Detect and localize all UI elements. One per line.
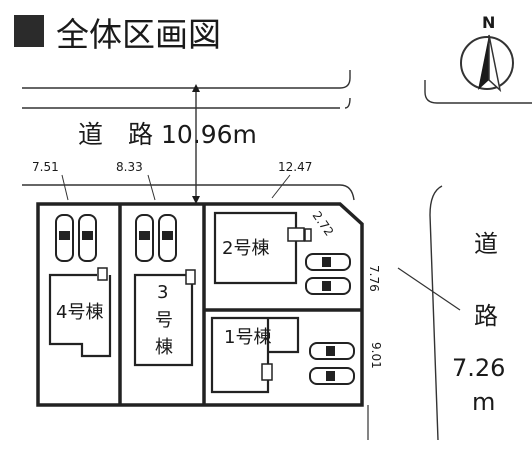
corner-dimension: 2.72 [310, 209, 337, 239]
parking-car [135, 214, 154, 262]
building-outline [48, 273, 112, 358]
entrance-mark [287, 227, 305, 242]
right-road-width: 7.26 [452, 354, 505, 382]
page-title: 全体区画図 [56, 15, 221, 54]
north-label: N [482, 13, 495, 32]
parking-car [305, 277, 351, 295]
frontage-label-1: 7.51 [32, 160, 59, 174]
lot-2: 2号棟 [213, 211, 351, 295]
lot-1: 1号棟 [210, 316, 355, 394]
building-outline [210, 316, 300, 394]
entrance-mark [97, 267, 108, 281]
right-road-char-2: 路 [474, 302, 498, 330]
lot-4: 4号棟 [48, 214, 112, 358]
lot-label-4: 4号棟 [56, 302, 103, 323]
parking-car [309, 367, 355, 385]
parking-car [305, 253, 351, 271]
parking-car [158, 214, 177, 262]
top-road-label: 道 路 10.96m [78, 120, 257, 149]
lot-label-2: 2号棟 [222, 238, 269, 259]
building-outline [213, 211, 298, 285]
right-road-char-1: 道 [474, 230, 498, 258]
lot-label-1: 1号棟 [224, 327, 271, 348]
parking-car [55, 214, 74, 262]
frontage-label-3: 12.47 [278, 160, 312, 174]
top-road: 道 路 10.96m [22, 70, 355, 204]
lot-3: 3 号 棟 [133, 214, 196, 367]
building-outline [133, 273, 194, 367]
entrance-mark [185, 269, 196, 285]
title-square-icon [14, 15, 44, 47]
entrance-mark [261, 363, 273, 381]
side-dimension-1: 7.76 [367, 265, 381, 292]
parking-car [78, 214, 97, 262]
lot-label-3: 3 号 棟 [155, 282, 179, 358]
frontage-label-2: 8.33 [116, 160, 143, 174]
north-compass-icon: N [460, 13, 514, 93]
side-dimension-2: 9.01 [369, 342, 383, 369]
right-road: 道 路 7.26 m [397, 80, 532, 441]
right-road-unit: m [472, 388, 495, 416]
parking-car [309, 342, 355, 360]
site-boundary [36, 202, 364, 407]
